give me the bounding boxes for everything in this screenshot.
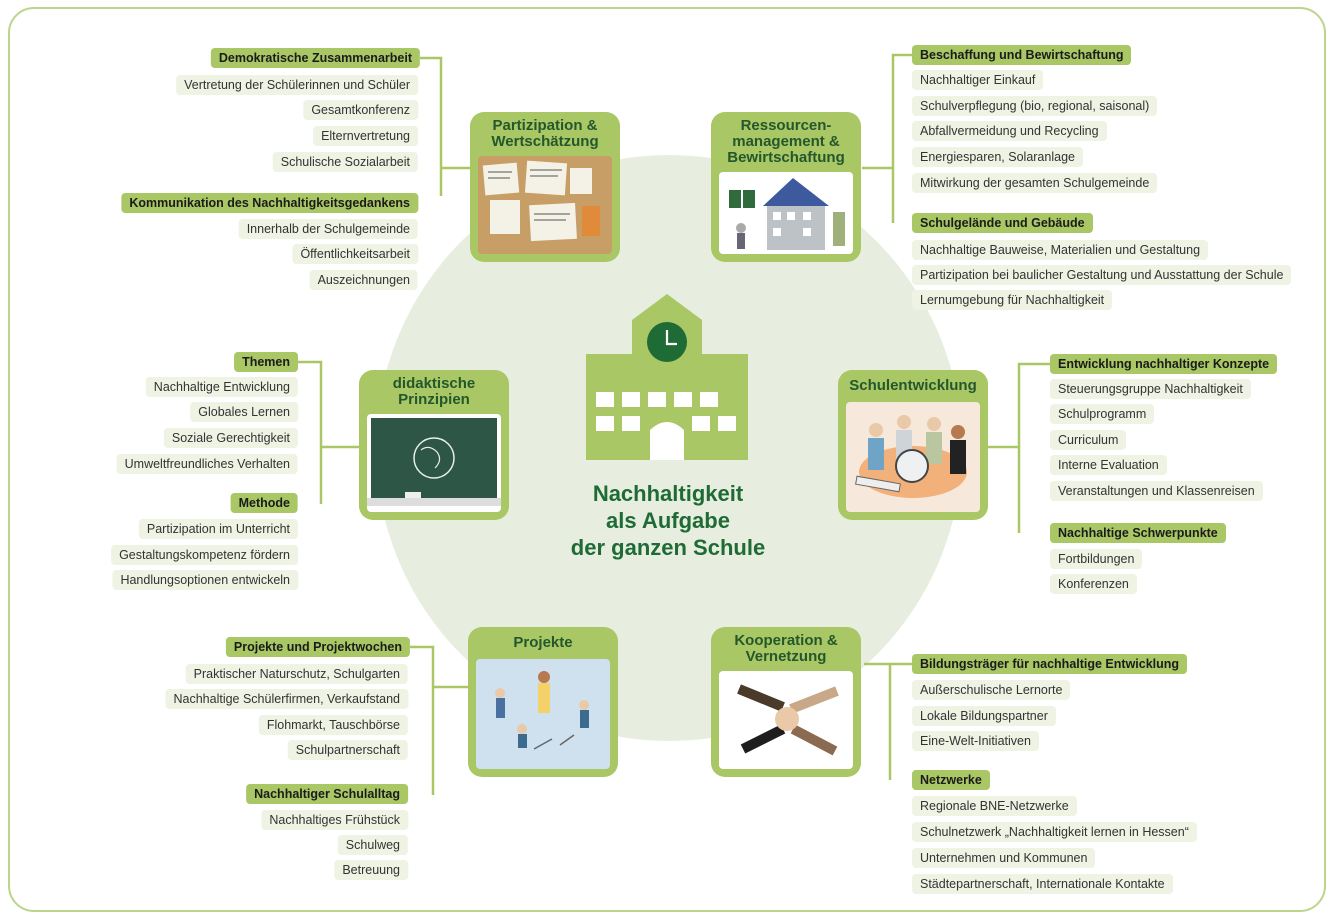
branch-item: Gestaltungskompetenz fördern <box>111 545 298 565</box>
branch-item: Nachhaltige Entwicklung <box>145 377 298 397</box>
branch-header: Nachhaltiger Schulalltag <box>246 784 408 804</box>
node-title: Kooperation & Vernetzung <box>711 633 861 665</box>
branch-item: Lernumgebung für Nachhaltigkeit <box>912 290 1113 310</box>
node-title-line: management & <box>732 133 840 150</box>
node-projekte: Projekte <box>468 627 618 777</box>
branch-item: Gesamtkonferenz <box>303 100 418 120</box>
branch-item: Interne Evaluation <box>1050 455 1167 475</box>
branch-item: Nachhaltiger Einkauf <box>912 70 1044 90</box>
branch-header: Kommunikation des Nachhaltigkeitsgedanke… <box>121 193 418 213</box>
node-partizipation: Partizipation & Wertschätzung <box>470 112 620 262</box>
node-title: didaktische Prinzipien <box>359 376 509 408</box>
branch-item: Nachhaltige Bauweise, Materialien und Ge… <box>912 240 1209 260</box>
branch-item: Partizipation im Unterricht <box>138 519 298 539</box>
branch-item: Schulpartnerschaft <box>287 740 408 760</box>
school-building-icon <box>586 292 748 460</box>
branch-item: Handlungsoptionen entwickeln <box>112 570 298 590</box>
diagram-frame <box>8 7 1326 912</box>
branch-item: Schulnetzwerk „Nachhaltigkeit lernen in … <box>912 822 1197 842</box>
branch-item: Auszeichnungen <box>309 270 418 290</box>
node-schulentwicklung: Schulentwicklung <box>838 370 988 520</box>
branch-item: Unternehmen und Kommunen <box>912 848 1096 868</box>
building-illustration <box>719 172 853 254</box>
branch-item: Soziale Gerechtigkeit <box>163 428 298 448</box>
branch-item: Vertretung der Schülerinnen und Schüler <box>176 75 418 95</box>
node-title: Partizipation & Wertschätzung <box>470 118 620 150</box>
branch-item: Schulische Sozialarbeit <box>272 152 418 172</box>
branch-item: Energiesparen, Solaranlage <box>912 147 1083 167</box>
pinboard-illustration <box>478 156 612 254</box>
branch-header: Entwicklung nachhaltiger Konzepte <box>1050 354 1278 374</box>
children-field-illustration <box>476 659 610 769</box>
center-title-line: Nachhaltigkeit <box>592 481 744 506</box>
node-title: Projekte <box>513 634 573 651</box>
center-title-line: als Aufgabe <box>606 508 730 533</box>
branch-item: Elternvertretung <box>313 126 418 146</box>
branch-header: Projekte und Projektwochen <box>225 637 410 657</box>
branch-header: Nachhaltige Schwerpunkte <box>1050 523 1226 543</box>
branch-item: Abfallvermeidung und Recycling <box>912 121 1107 141</box>
linked-hands-illustration <box>719 671 853 769</box>
node-title-line: didaktische <box>392 375 476 392</box>
center-title: Nachhaltigkeit als Aufgabe der ganzen Sc… <box>548 480 788 561</box>
branch-item: Außerschulische Lernorte <box>912 680 1071 700</box>
branch-item: Curriculum <box>1050 430 1127 450</box>
branch-header: Beschaffung und Bewirtschaftung <box>912 45 1132 65</box>
node-title: Ressourcen- management & Bewirtschaftung <box>711 118 861 166</box>
branch-item: Mitwirkung der gesamten Schulgemeinde <box>912 173 1158 193</box>
branch-item: Veranstaltungen und Klassenreisen <box>1050 481 1263 501</box>
node-title-line: Partizipation & <box>492 117 598 134</box>
branch-header: Demokratische Zusammenarbeit <box>210 48 420 68</box>
node-title-line: Wertschätzung <box>491 133 599 150</box>
branch-header: Themen <box>234 352 298 372</box>
branch-item: Umweltfreundliches Verhalten <box>116 454 298 474</box>
node-title-line: Bewirtschaftung <box>727 149 845 166</box>
branch-item: Globales Lernen <box>190 402 298 422</box>
branch-item: Fortbildungen <box>1050 549 1143 569</box>
branch-item: Innerhalb der Schulgemeinde <box>238 219 418 239</box>
branch-item: Öffentlichkeitsarbeit <box>292 244 418 264</box>
branch-item: Nachhaltiges Frühstück <box>261 810 408 830</box>
node-ressourcen: Ressourcen- management & Bewirtschaftung <box>711 112 861 262</box>
branch-header: Schulgelände und Gebäude <box>912 213 1093 233</box>
branch-item: Städtepartnerschaft, Internationale Kont… <box>912 874 1173 894</box>
people-magnifier-illustration <box>846 402 980 512</box>
branch-item: Eine-Welt-Initiativen <box>912 731 1039 751</box>
branch-item: Nachhaltige Schülerfirmen, Verkaufstand <box>165 689 408 709</box>
branch-item: Steuerungsgruppe Nachhaltigkeit <box>1050 379 1251 399</box>
node-didaktik: didaktische Prinzipien <box>359 370 509 520</box>
branch-header: Bildungsträger für nachhaltige Entwicklu… <box>912 654 1188 674</box>
node-title-line: Prinzipien <box>398 391 470 408</box>
branch-item: Schulprogramm <box>1050 404 1155 424</box>
branch-header: Netzwerke <box>912 770 990 790</box>
branch-item: Regionale BNE-Netzwerke <box>912 796 1077 816</box>
branch-item: Praktischer Naturschutz, Schulgarten <box>185 664 408 684</box>
branch-item: Partizipation bei baulicher Gestaltung u… <box>912 265 1292 285</box>
node-title-line: Kooperation & <box>734 632 838 649</box>
branch-item: Konferenzen <box>1050 574 1137 594</box>
branch-item: Schulweg <box>337 835 408 855</box>
node-title-line: Vernetzung <box>745 648 827 665</box>
branch-item: Schulverpflegung (bio, regional, saisona… <box>912 96 1158 116</box>
branch-item: Lokale Bildungspartner <box>912 706 1056 726</box>
branch-header: Methode <box>230 493 298 513</box>
node-title-line: Ressourcen- <box>740 117 832 134</box>
branch-item: Flohmarkt, Tauschbörse <box>258 715 408 735</box>
chalkboard-illustration <box>367 414 501 512</box>
branch-item: Betreuung <box>334 860 408 880</box>
center-title-line: der ganzen Schule <box>570 535 766 560</box>
node-kooperation: Kooperation & Vernetzung <box>711 627 861 777</box>
node-title: Schulentwicklung <box>849 377 977 394</box>
